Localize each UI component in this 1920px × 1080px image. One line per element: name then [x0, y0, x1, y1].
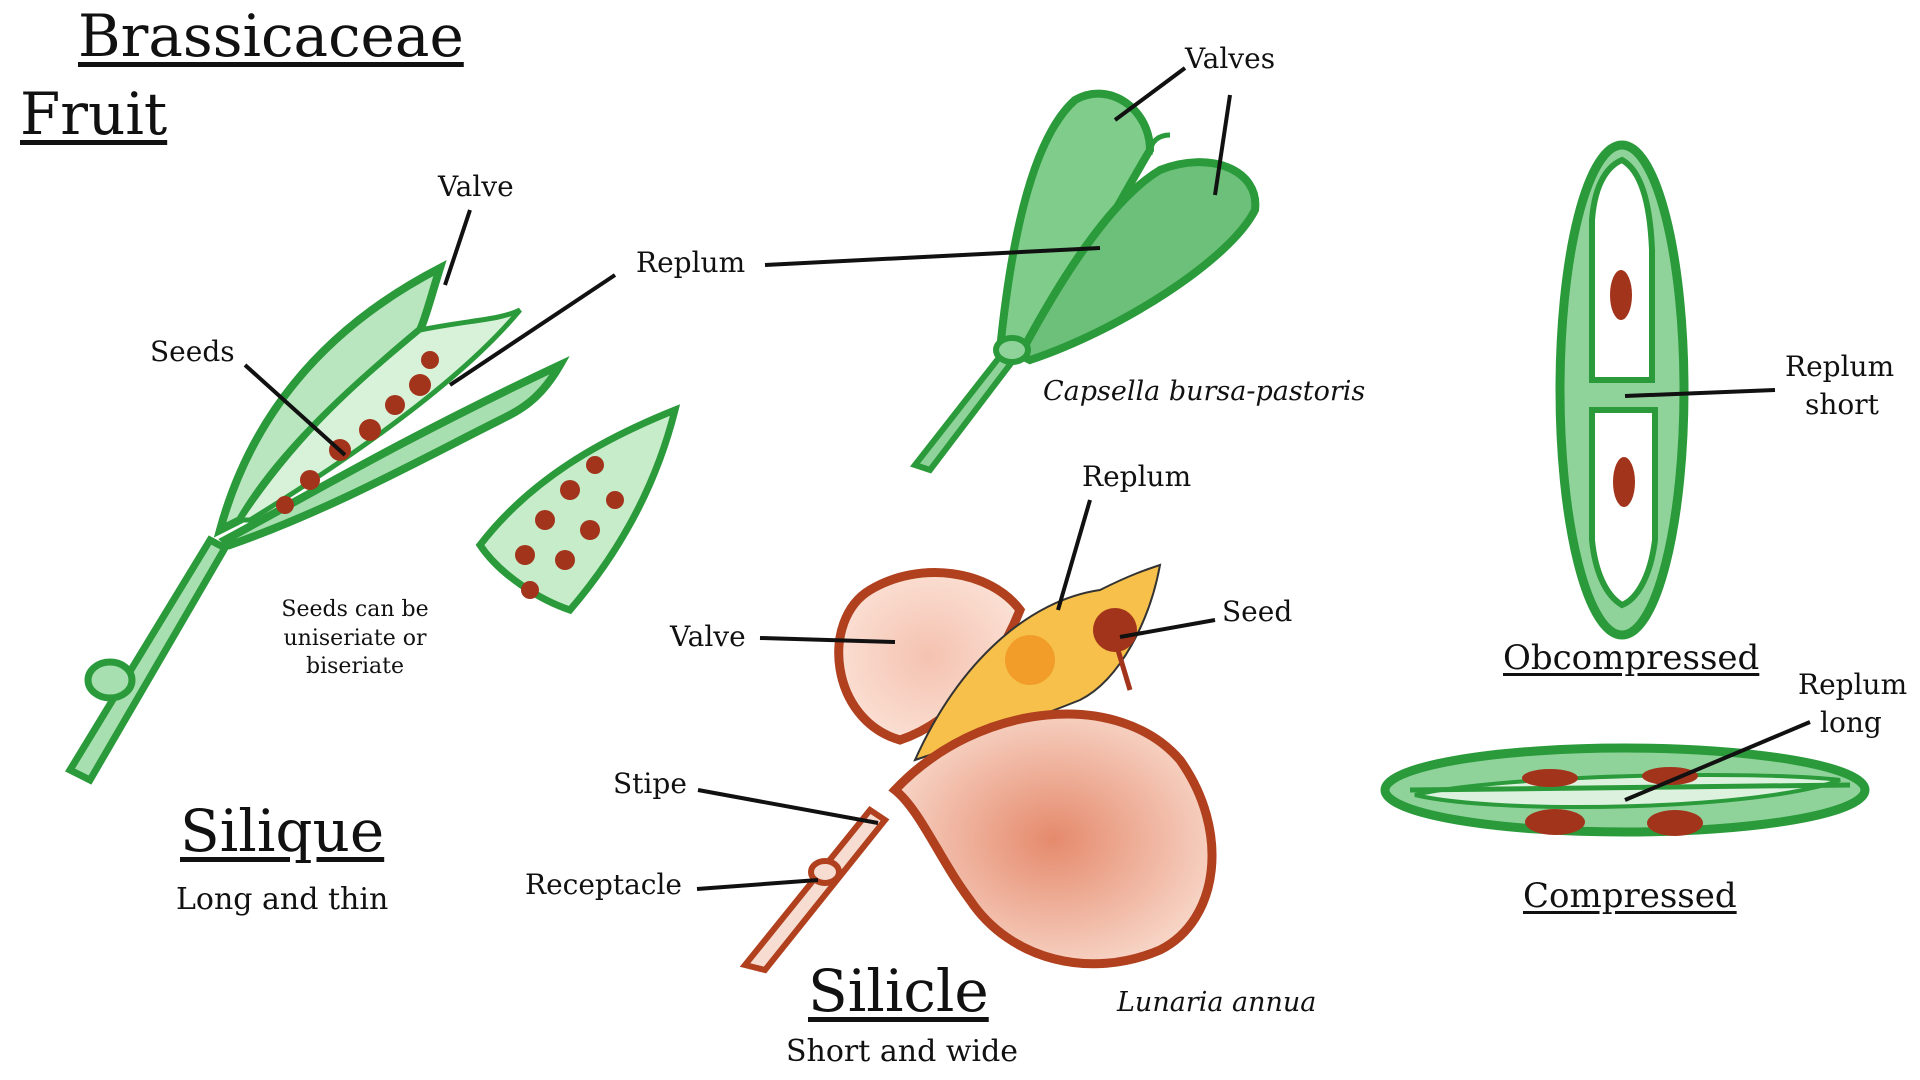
capsella-valves-leader-2 [1213, 94, 1232, 196]
obcompressed-locule-bottom [1589, 407, 1658, 609]
silicle-desc: Short and wide [786, 1034, 1019, 1069]
obcompressed-replum-label-2: short [1805, 388, 1879, 421]
capsella-stalk [910, 345, 1020, 474]
capsella-receptacle [993, 335, 1031, 365]
silique-seeds-label: Seeds [150, 335, 235, 368]
title-line-2: Fruit [20, 80, 168, 148]
capsella-valves-leader-1 [1113, 66, 1187, 122]
silique-valve-right [218, 356, 570, 550]
silique-seeds-leader [243, 363, 347, 457]
capsella-replum-leader [764, 246, 1101, 267]
compressed-replum-leader [1624, 720, 1811, 802]
silique-valve-leader [443, 209, 472, 286]
silicle-replum-label: Replum [1082, 460, 1192, 493]
silique-seeds-note: Seeds can be uniseriate or biseriate [281, 597, 429, 680]
compressed-replum-label-2: long [1820, 706, 1882, 739]
compressed-name: Compressed [1523, 876, 1737, 916]
obcompressed-seed-bottom [1613, 457, 1635, 507]
silique-name: Silique [180, 797, 385, 865]
silicle-valve-leader [759, 636, 896, 644]
obcompressed-locule-top [1589, 156, 1655, 383]
silique-drawing [65, 209, 681, 785]
silique-stalk [65, 535, 230, 785]
silique-seeds [276, 351, 439, 514]
silicle-receptacle-label: Receptacle [525, 868, 682, 901]
obcompressed-drawing [1555, 140, 1776, 640]
capsella-species: Capsella bursa-pastoris [1043, 376, 1366, 407]
silicle-receptacle [808, 858, 842, 886]
silicle-stipe-leader [697, 788, 879, 825]
capsella-drawing [764, 66, 1260, 474]
silique-segment-detached [475, 404, 681, 615]
compressed-replum-label-1: Replum [1798, 668, 1908, 701]
obcompressed-seed-top [1610, 270, 1632, 320]
silique-replum-leader [448, 273, 617, 387]
silicle-seed-2 [1093, 608, 1137, 652]
silique-valve-label: Valve [438, 170, 514, 203]
obcompressed-name: Obcompressed [1503, 638, 1760, 678]
obcompressed-replum-label-1: Replum [1785, 350, 1895, 383]
silicle-name: Silicle [808, 957, 989, 1025]
silicle-stalk [739, 805, 890, 974]
obcompressed-replum-leader [1624, 388, 1776, 398]
silicle-replum-leader [1056, 499, 1092, 611]
compressed-seed-4 [1647, 810, 1703, 836]
compressed-seed-1 [1522, 769, 1578, 787]
capsella-style [1147, 132, 1171, 156]
compressed-seed-2 [1642, 767, 1698, 785]
silicle-valve-front [888, 709, 1217, 969]
compressed-seed-3 [1525, 809, 1585, 835]
silique-replum-label: Replum [636, 246, 746, 279]
silicle-receptacle-leader [696, 878, 819, 891]
silique-receptacle [84, 658, 136, 702]
capsella-valves-label: Valves [1185, 42, 1276, 75]
silicle-seed-leader [1119, 618, 1216, 639]
title-line-1: Brassicaceae [78, 2, 464, 70]
silicle-species: Lunaria annua [1117, 987, 1317, 1018]
compressed-septum [1409, 782, 1851, 793]
silicle-seed-label: Seed [1222, 595, 1293, 628]
silicle-drawing [696, 499, 1217, 974]
silicle-valve-label: Valve [670, 620, 746, 653]
silicle-seed-1 [1005, 635, 1055, 685]
compressed-drawing [1380, 720, 1870, 837]
silique-segment-seeds [515, 456, 624, 599]
silicle-stipe-label: Stipe [613, 767, 687, 800]
silique-desc: Long and thin [176, 882, 389, 917]
